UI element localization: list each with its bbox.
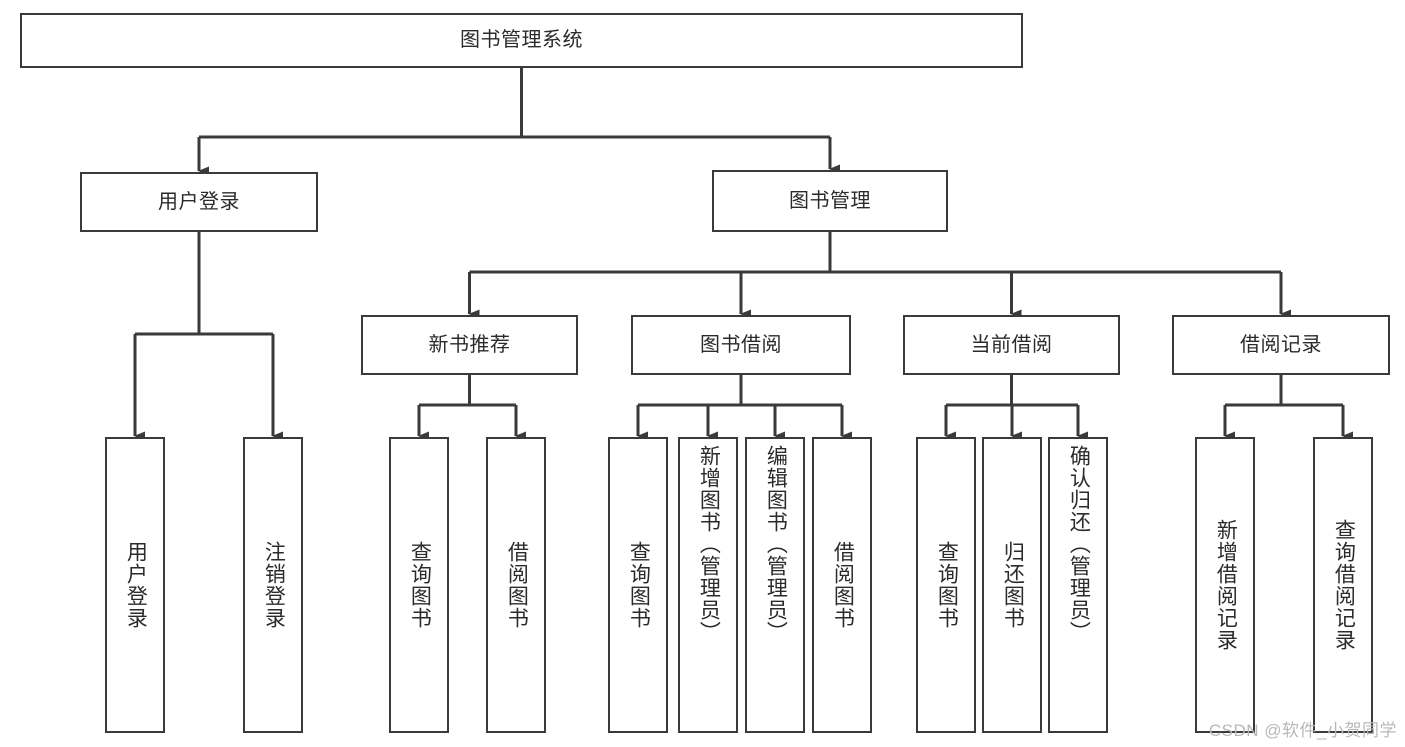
- node-leaf-add-book[interactable]: 新增图书（管理员）: [678, 437, 738, 733]
- node-label: 借阅图书: [505, 541, 529, 629]
- node-label: 查询图书: [408, 541, 432, 629]
- node-label: 图书管理系统: [460, 29, 583, 51]
- node-label: 图书借阅: [700, 333, 782, 356]
- node-label: 编辑图书（管理员）: [764, 445, 788, 643]
- node-label: 借阅记录: [1240, 333, 1322, 356]
- node-book-borrow[interactable]: 图书借阅: [631, 315, 851, 375]
- node-borrow-record[interactable]: 借阅记录: [1172, 315, 1390, 375]
- node-leaf-return-book[interactable]: 归还图书: [982, 437, 1042, 733]
- node-user-login[interactable]: 用户登录: [80, 172, 318, 232]
- node-label: 查询图书: [627, 541, 651, 629]
- node-label: 归还图书: [1001, 541, 1025, 629]
- node-label: 当前借阅: [970, 333, 1053, 356]
- node-leaf-query-book-rec[interactable]: 查询图书: [389, 437, 449, 733]
- node-leaf-confirm-return[interactable]: 确认归还（管理员）: [1048, 437, 1108, 733]
- node-leaf-query-record[interactable]: 查询借阅记录: [1313, 437, 1373, 733]
- node-label: 新增图书（管理员）: [697, 445, 721, 643]
- node-new-book-recommend[interactable]: 新书推荐: [361, 315, 578, 375]
- node-root-book-management-system[interactable]: 图书管理系统: [20, 13, 1023, 68]
- node-leaf-add-record[interactable]: 新增借阅记录: [1195, 437, 1255, 733]
- node-current-borrow[interactable]: 当前借阅: [903, 315, 1120, 375]
- node-label: 图书管理: [789, 189, 871, 212]
- node-leaf-query-book-cur[interactable]: 查询图书: [916, 437, 976, 733]
- node-leaf-query-book-borrow[interactable]: 查询图书: [608, 437, 668, 733]
- node-label: 用户登录: [124, 541, 148, 629]
- node-leaf-user-login[interactable]: 用户登录: [105, 437, 165, 733]
- node-label: 查询图书: [935, 541, 959, 629]
- node-label: 借阅图书: [831, 541, 855, 629]
- node-leaf-borrow-book-rec[interactable]: 借阅图书: [486, 437, 546, 733]
- node-leaf-edit-book[interactable]: 编辑图书（管理员）: [745, 437, 805, 733]
- node-book-management[interactable]: 图书管理: [712, 170, 948, 232]
- node-label: 用户登录: [158, 190, 240, 213]
- node-leaf-logout[interactable]: 注销登录: [243, 437, 303, 733]
- node-leaf-borrow-book[interactable]: 借阅图书: [812, 437, 872, 733]
- node-label: 查询借阅记录: [1332, 519, 1356, 651]
- node-label: 确认归还（管理员）: [1067, 445, 1091, 643]
- node-label: 新书推荐: [428, 333, 511, 356]
- node-label: 注销登录: [262, 541, 286, 629]
- node-label: 新增借阅记录: [1214, 519, 1238, 651]
